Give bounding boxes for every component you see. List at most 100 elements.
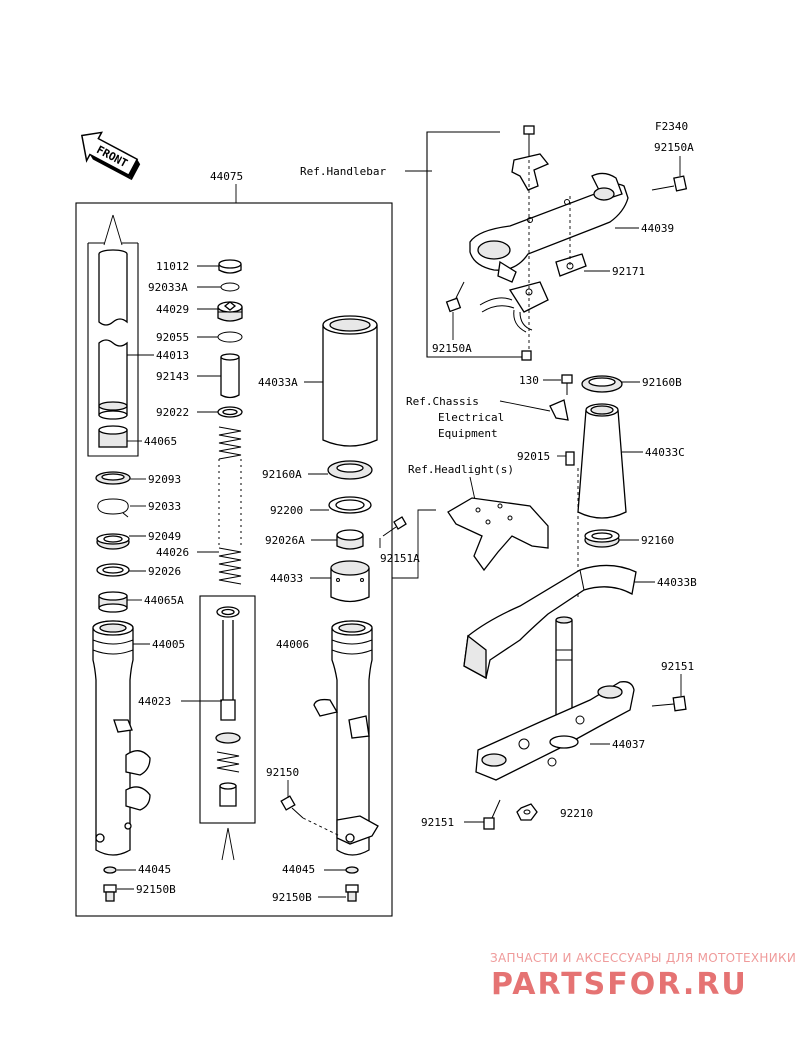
cover-44033B[interactable]: [463, 564, 637, 680]
steering-stem-44037[interactable]: [475, 616, 635, 781]
bolt-92150B-right[interactable]: [345, 884, 359, 902]
inner-tube-lower[interactable]: [98, 339, 128, 420]
seat-92160A[interactable]: [327, 460, 373, 480]
bracket-chassis[interactable]: [549, 399, 569, 421]
damper-rod-44023[interactable]: [215, 606, 241, 807]
nut-92210[interactable]: [516, 803, 538, 821]
part-44033[interactable]: 44033: [270, 572, 303, 585]
part-44033B[interactable]: 44033B: [657, 576, 697, 589]
inner-tube-upper[interactable]: [98, 249, 128, 326]
figure-code: F2340: [655, 120, 688, 133]
washer-92200[interactable]: [328, 496, 372, 514]
part-44013[interactable]: 44013: [156, 349, 189, 362]
part-44039[interactable]: 44039: [641, 222, 674, 235]
spring-44026[interactable]: [218, 426, 242, 585]
part-92055[interactable]: 92055: [156, 331, 189, 344]
cap-11012[interactable]: [218, 259, 242, 274]
bolt-92150A-top[interactable]: [651, 175, 688, 192]
bolt-92150A-bottom[interactable]: [445, 281, 465, 313]
washer-44045-right[interactable]: [345, 866, 359, 874]
bolt-92150B-left[interactable]: [103, 884, 117, 902]
cover-44033C[interactable]: [577, 403, 627, 519]
part-92210[interactable]: 92210: [560, 807, 593, 820]
part-92171[interactable]: 92171: [612, 265, 645, 278]
part-44075[interactable]: 44075: [210, 170, 243, 183]
bolt-130[interactable]: [561, 374, 573, 395]
cover-44033[interactable]: [330, 560, 370, 603]
spacer-92143[interactable]: [220, 353, 240, 399]
part-92160B[interactable]: 92160B: [642, 376, 682, 389]
part-92150B-left[interactable]: 92150B: [136, 883, 176, 896]
tube-cover-44033A[interactable]: [322, 315, 378, 447]
part-44065[interactable]: 44065: [144, 435, 177, 448]
part-11012[interactable]: 11012: [156, 260, 189, 273]
bolt-92151-right[interactable]: [651, 695, 687, 712]
seat-92160B[interactable]: [581, 375, 623, 393]
bolt-92015[interactable]: [565, 451, 575, 466]
upper-bracket-44039[interactable]: [469, 153, 629, 283]
oring-92033A[interactable]: [220, 282, 240, 292]
ref-chassis-2: Electrical: [438, 411, 504, 424]
part-44023[interactable]: 44023: [138, 695, 171, 708]
part-92093[interactable]: 92093: [148, 473, 181, 486]
bolt-top[interactable]: [523, 125, 535, 156]
damper-rod-frame: [199, 595, 256, 824]
washer-92026[interactable]: [96, 563, 130, 577]
part-92150B-right[interactable]: 92150B: [272, 891, 312, 904]
part-92160[interactable]: 92160: [641, 534, 674, 547]
seal-92049[interactable]: [96, 533, 130, 550]
bushing-44065A[interactable]: [98, 591, 128, 613]
fork-assembly-frame: [75, 202, 393, 917]
collar-92026A[interactable]: [336, 529, 364, 550]
seal-92093[interactable]: [95, 471, 131, 485]
part-92022[interactable]: 92022: [156, 406, 189, 419]
part-92026[interactable]: 92026: [148, 565, 181, 578]
part-130[interactable]: 130: [519, 374, 539, 387]
part-44026[interactable]: 44026: [156, 546, 189, 559]
part-44045-right[interactable]: 44045: [282, 863, 315, 876]
part-92160A[interactable]: 92160A: [262, 468, 302, 481]
part-92033A[interactable]: 92033A: [148, 281, 188, 294]
bushing-44065[interactable]: [98, 425, 128, 448]
part-92033[interactable]: 92033: [148, 500, 181, 513]
part-92150A-top[interactable]: 92150A: [654, 141, 694, 154]
washer-44045-left[interactable]: [103, 866, 117, 874]
part-44005[interactable]: 44005: [152, 638, 185, 651]
ref-handlebar: Ref.Handlebar: [300, 165, 386, 178]
watermark-subtitle: ЗАПЧАСТИ И АКСЕССУАРЫ ДЛЯ МОТОТЕХНИКИ: [490, 951, 796, 965]
part-44006[interactable]: 44006: [276, 638, 309, 651]
ref-chassis-3: Equipment: [438, 427, 498, 440]
part-92151-right[interactable]: 92151: [661, 660, 694, 673]
front-arrow-icon: FRONT: [80, 131, 141, 181]
outer-tube-44005[interactable]: [92, 620, 151, 856]
part-92143[interactable]: 92143: [156, 370, 189, 383]
part-92151A[interactable]: 92151A: [380, 552, 420, 565]
ref-headlight: Ref.Headlight(s): [408, 463, 514, 476]
part-92150[interactable]: 92150: [266, 766, 299, 779]
part-44065A[interactable]: 44065A: [144, 594, 184, 607]
part-92049[interactable]: 92049: [148, 530, 181, 543]
clamp-92171[interactable]: [479, 253, 587, 333]
part-44037[interactable]: 44037: [612, 738, 645, 751]
nut-bottom[interactable]: [521, 350, 532, 361]
part-92200[interactable]: 92200: [270, 504, 303, 517]
oring-92055[interactable]: [217, 331, 243, 343]
part-44033A[interactable]: 44033A: [258, 376, 298, 389]
outer-tube-44006[interactable]: [313, 620, 379, 856]
part-44029[interactable]: 44029: [156, 303, 189, 316]
bolt-92151-bottom[interactable]: [483, 799, 501, 830]
bolt-92150[interactable]: [280, 795, 341, 837]
part-92026A[interactable]: 92026A: [265, 534, 305, 547]
part-92150A-bottom[interactable]: 92150A: [432, 342, 472, 355]
watermark: ЗАПЧАСТИ И АКСЕССУАРЫ ДЛЯ МОТОТЕХНИКИ PA…: [490, 951, 796, 1002]
washer-92022[interactable]: [217, 406, 243, 418]
part-92151-bottom[interactable]: 92151: [421, 816, 454, 829]
bolt-92151A[interactable]: [382, 516, 407, 537]
part-92015[interactable]: 92015: [517, 450, 550, 463]
clip-92033[interactable]: [97, 498, 129, 518]
headlight-bracket[interactable]: [447, 497, 549, 572]
part-44033C[interactable]: 44033C: [645, 446, 685, 459]
seat-92160[interactable]: [584, 529, 620, 548]
adjuster-44029[interactable]: [217, 301, 243, 322]
part-44045-left[interactable]: 44045: [138, 863, 171, 876]
